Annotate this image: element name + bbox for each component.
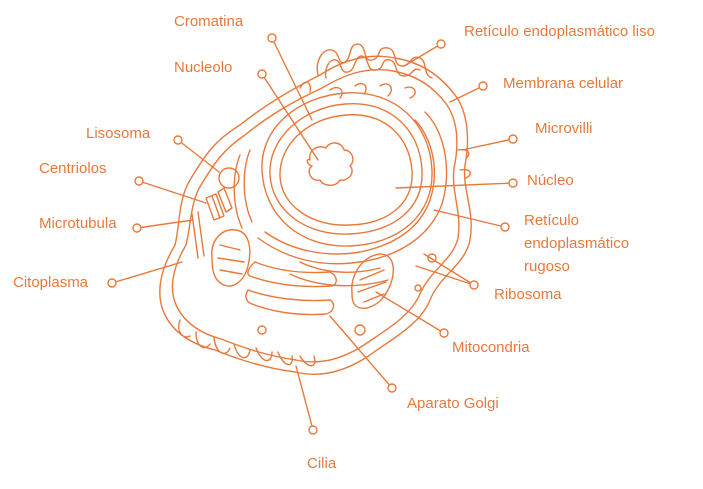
microtubule (191, 211, 205, 259)
cilia (178, 319, 316, 367)
vesicle-3 (414, 284, 422, 292)
nucleus-inner (279, 114, 413, 226)
label-nucleo: Núcleo (527, 172, 574, 189)
rough-er-3 (233, 149, 253, 229)
rough-er-2 (257, 111, 448, 265)
label-microvilli: Microvilli (535, 120, 593, 137)
microvilli (457, 148, 471, 179)
golgi-ends (245, 261, 337, 315)
lysosome (218, 167, 240, 189)
label-citoplasma: Citoplasma (13, 274, 89, 291)
label-reticulo-rugoso-1: Retículo (524, 212, 580, 229)
golgi (247, 261, 333, 316)
label-reticulo-rugoso-3: rugoso (524, 258, 570, 275)
cell-membrane-inner (171, 69, 460, 363)
label-centriolos: Centriolos (39, 160, 107, 177)
label-membrana-celular: Membrana celular (503, 75, 624, 92)
label-nucleolo: Nucleolo (174, 59, 233, 76)
smooth-er-inner (324, 55, 421, 79)
nucleus-outer (269, 102, 423, 235)
leader-lines (111, 37, 514, 431)
vesicle (354, 324, 366, 336)
smooth-er (316, 43, 433, 79)
label-mitocondria: Mitocondria (452, 339, 530, 356)
cell-membrane-outer (159, 55, 472, 375)
leader-endpoints (107, 33, 518, 435)
label-ribosoma: Ribosoma (494, 286, 562, 303)
label-microtubula: Microtubula (39, 215, 117, 232)
label-cilia: Cilia (307, 455, 337, 472)
rough-er (264, 119, 436, 255)
vesicle-2 (427, 253, 437, 263)
nucleolus (306, 142, 354, 186)
label-lisosoma: Lisosoma (86, 125, 151, 142)
label-reticulo-rugoso-2: endoplasmático (524, 235, 630, 252)
mitochondrion-right-cristae (357, 269, 387, 303)
smooth-er-loops (299, 81, 416, 99)
centrioles (205, 187, 233, 221)
mitochondrion-left (211, 229, 251, 287)
mitochondrion-right (351, 253, 394, 309)
label-reticulo-liso: Retículo endoplasmático liso (464, 23, 655, 40)
mitochondrion-left-cristae (217, 244, 245, 275)
label-cromatina: Cromatina (174, 13, 244, 30)
nucleus-pore-ring (261, 92, 433, 247)
label-aparato-golgi: Aparato Golgi (407, 395, 499, 412)
vesicle-4 (257, 325, 267, 335)
